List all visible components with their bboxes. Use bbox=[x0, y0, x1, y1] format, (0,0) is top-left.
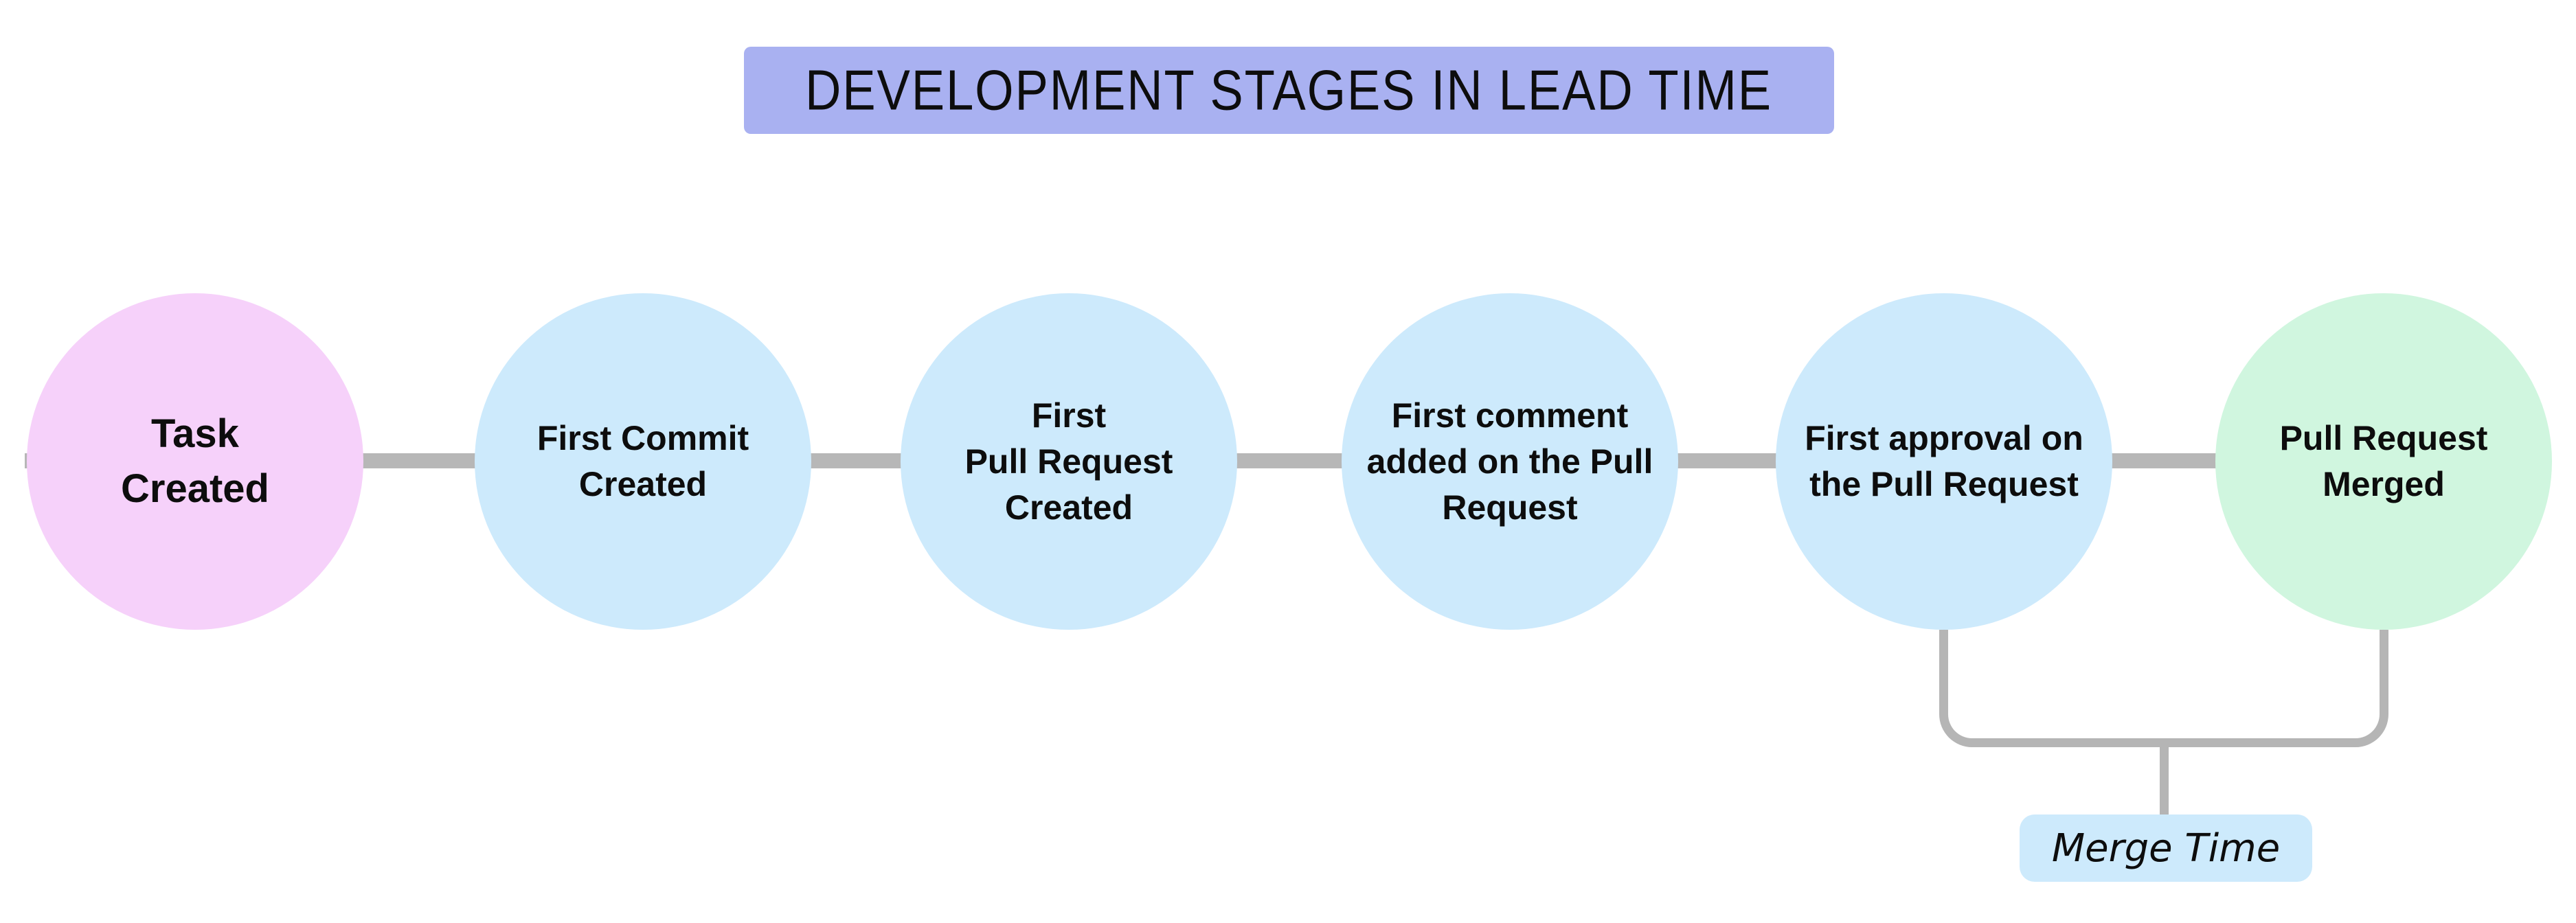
merge-time-bracket-drop-line bbox=[2160, 746, 2169, 816]
merge-time-bracket bbox=[1939, 630, 2388, 747]
stage-label: Task Created bbox=[121, 411, 269, 511]
stage-circle-first-approval: First approval on the Pull Request bbox=[1776, 293, 2112, 630]
merge-time-label-box: Merge Time bbox=[2020, 814, 2312, 882]
stage-label: First comment added on the Pull Request bbox=[1366, 396, 1653, 527]
stage-label: First approval on the Pull Request bbox=[1805, 419, 2083, 503]
merge-time-label: Merge Time bbox=[2051, 825, 2281, 871]
stage-circle-first-comment-added: First comment added on the Pull Request bbox=[1342, 293, 1678, 630]
diagram-title: DEVELOPMENT STAGES IN LEAD TIME bbox=[805, 58, 1773, 122]
diagram-title-banner: DEVELOPMENT STAGES IN LEAD TIME bbox=[744, 47, 1834, 134]
stage-circle-pull-request-merged: Pull Request Merged bbox=[2215, 293, 2552, 630]
stage-label: First Commit Created bbox=[536, 419, 749, 503]
stage-label: Pull Request Merged bbox=[2279, 419, 2488, 503]
stage-label: First Pull Request Created bbox=[964, 396, 1173, 527]
stage-circle-task-created: Task Created bbox=[27, 293, 363, 630]
stage-circle-first-commit-created: First Commit Created bbox=[475, 293, 811, 630]
stage-circle-first-pull-request-created: First Pull Request Created bbox=[901, 293, 1237, 630]
